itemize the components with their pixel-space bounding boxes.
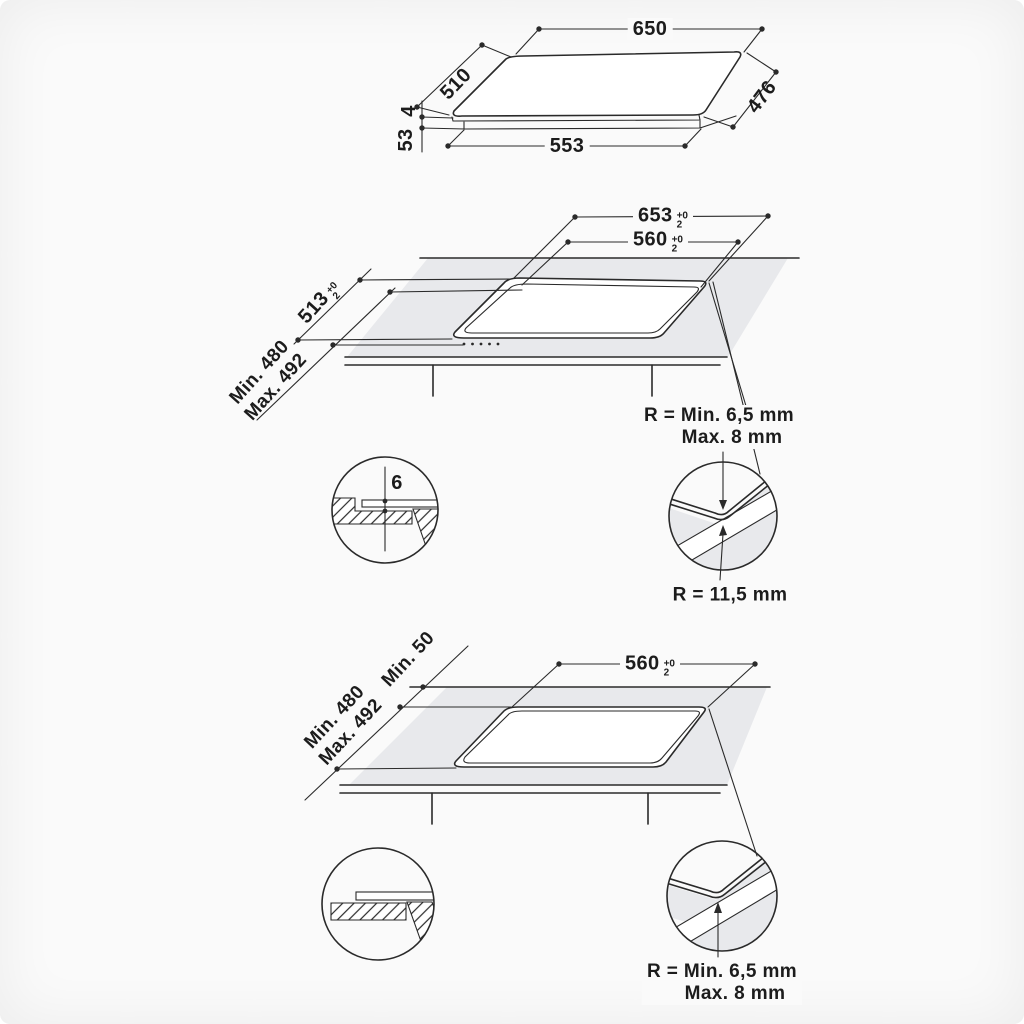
label-flush-corner-radius: R = Min. 6,5 mm Max. 8 mm xyxy=(638,405,800,449)
surface-detail-edge-section xyxy=(321,847,435,961)
dim-glass-thickness: 4 xyxy=(398,105,420,117)
flush-detail-recess-section xyxy=(331,456,439,564)
surface-install-diagram xyxy=(304,645,771,857)
hob-top-view xyxy=(414,26,779,153)
label-standard-corner-radius: R = Min. 6,5 mm Max. 8 mm xyxy=(641,961,803,1005)
dim-body-width: 553 xyxy=(544,135,590,157)
flush-install-diagram xyxy=(256,213,800,475)
label-inner-corner-radius: R = 11,5 mm xyxy=(667,585,793,607)
dim-recess-depth: 6 xyxy=(391,472,403,494)
dim-body-height: 53 xyxy=(395,128,417,152)
flush-detail-corner-radius xyxy=(668,451,778,581)
dim-glass-width: 650 xyxy=(627,18,673,40)
